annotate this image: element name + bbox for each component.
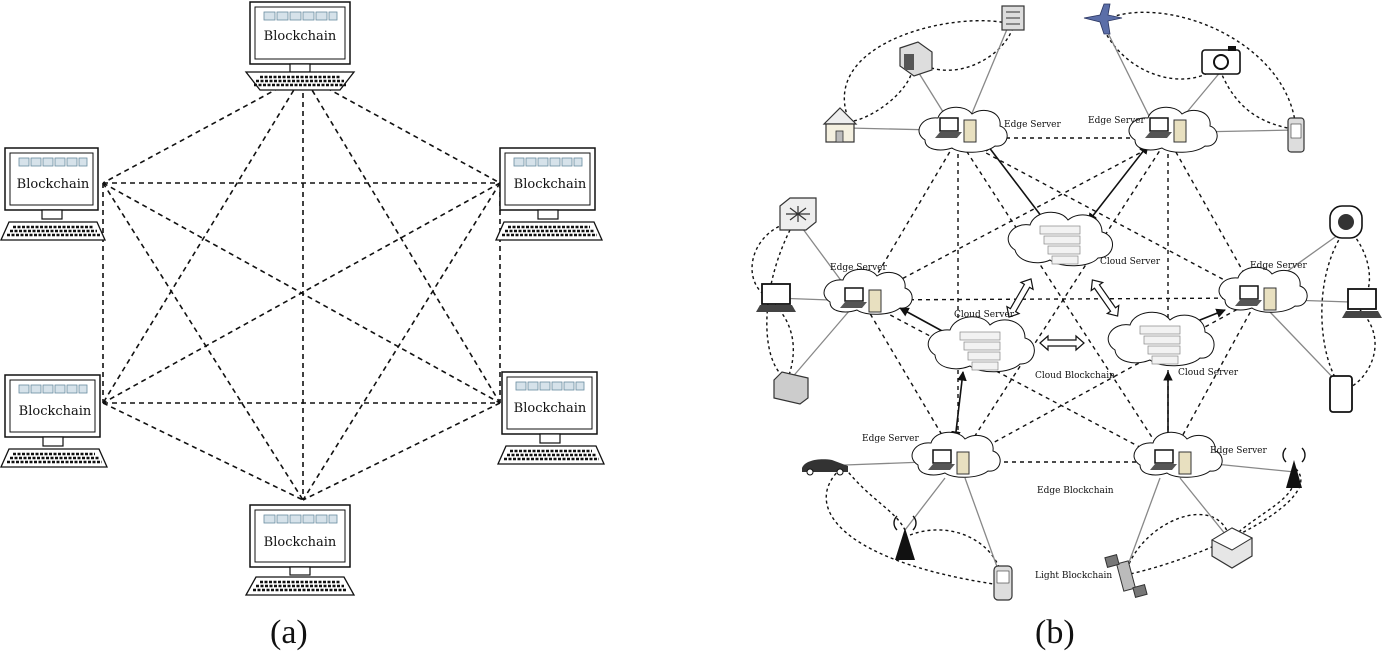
- airplane-icon: [1083, 3, 1123, 35]
- laptop-right-icon: [1342, 288, 1382, 318]
- edge-server-label-left: Edge Server: [830, 263, 887, 273]
- router-switch-icon: [779, 197, 817, 231]
- cloud-server-top: [1007, 211, 1113, 267]
- database-router-icon: [1329, 205, 1363, 239]
- box-device-icon: [773, 371, 809, 405]
- laptop-left-icon: [756, 283, 796, 312]
- node-label: Blockchain: [264, 29, 337, 44]
- mesh-links-a: [102, 74, 501, 501]
- cloud-blockchain-label: Cloud Blockchain: [1035, 371, 1115, 381]
- blockchain-node-left-lower: Blockchain: [0, 374, 109, 468]
- edge-server-bottom-left: [911, 431, 1001, 478]
- blockchain-node-right-lower: Blockchain: [496, 371, 606, 465]
- cloud-blockchain-arrows: [1006, 278, 1120, 352]
- car-icon: [802, 459, 848, 476]
- blockchain-node-left-upper: Blockchain: [0, 147, 107, 241]
- edge-server-top-right: [1128, 106, 1218, 153]
- edge-server-bottom-right: [1133, 431, 1223, 478]
- edge-server-label-top-right: Edge Server: [1088, 116, 1145, 126]
- edge-server-label-top-left: Edge Server: [1004, 120, 1061, 130]
- camera-icon: [1201, 46, 1241, 75]
- antenna-tower-icon: [1282, 447, 1306, 488]
- cloud-server-label-center: Cloud Server: [954, 310, 1015, 320]
- cloud-server-right: [1107, 311, 1215, 367]
- tower-building-icon: [1001, 5, 1025, 31]
- edge-cloud-links: [899, 141, 1226, 443]
- edge-server-label-bottom-left: Edge Server: [862, 434, 919, 444]
- panel-a: Blockchain Blockchain Blockchain: [0, 1, 606, 596]
- cloud-server-center: [927, 316, 1035, 373]
- light-blockchain-label: Light Blockchain: [1035, 571, 1112, 581]
- node-label: Blockchain: [514, 401, 587, 416]
- caption-b: (b): [1035, 614, 1075, 651]
- device-links: [774, 21, 1351, 576]
- cloud-server-label-right: Cloud Server: [1178, 368, 1239, 378]
- edge-server-top-left: [918, 106, 1008, 153]
- edge-blockchain-label: Edge Blockchain: [1037, 486, 1114, 496]
- panel-b: Edge Server Edge Server Edge Server Edge…: [751, 3, 1382, 601]
- node-label: Blockchain: [19, 404, 92, 419]
- building-icon: [899, 41, 933, 77]
- node-label: Blockchain: [514, 177, 587, 192]
- cloud-server-label-top: Cloud Server: [1100, 257, 1161, 267]
- handheld-device-icon: [993, 565, 1013, 601]
- edge-server-right: [1218, 266, 1308, 313]
- edge-blockchain-links: [861, 137, 1259, 463]
- node-label: Blockchain: [264, 535, 337, 550]
- cell-tower-icon: [893, 515, 917, 560]
- edge-server-label-bottom-right: Edge Server: [1210, 446, 1267, 456]
- mobile-phone-icon: [1287, 117, 1305, 153]
- edge-server-left: [823, 268, 913, 315]
- house-icon: [822, 107, 858, 143]
- blockchain-node-top: Blockchain: [244, 1, 356, 91]
- caption-a: (a): [270, 614, 308, 651]
- node-label: Blockchain: [17, 177, 90, 192]
- edge-server-label-right: Edge Server: [1250, 261, 1307, 271]
- satellite-icon: [1104, 554, 1148, 598]
- printer-icon: [1210, 527, 1254, 569]
- smartphone-icon: [1329, 375, 1353, 413]
- blockchain-node-bottom: Blockchain: [244, 504, 356, 596]
- blockchain-node-right-upper: Blockchain: [494, 147, 604, 241]
